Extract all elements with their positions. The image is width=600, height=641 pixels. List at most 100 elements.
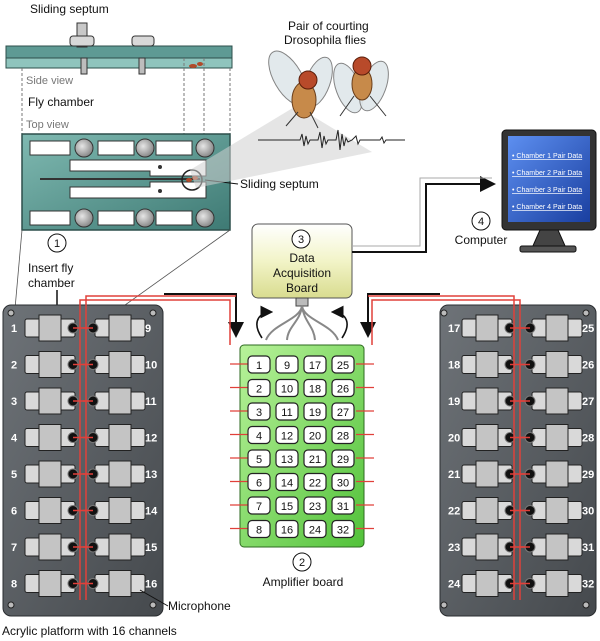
top-view-label: Top view — [26, 119, 69, 131]
amplifier-channel: 13 — [275, 449, 299, 468]
channel-number-label: 7 — [11, 542, 17, 554]
right-to-amplifier-arrow — [360, 293, 440, 338]
amplifier-channel: 1 — [247, 355, 271, 374]
chamber-slot — [24, 497, 89, 524]
amplifier-channel-number: 21 — [309, 454, 321, 466]
amplifier-channel-number: 27 — [337, 407, 349, 419]
amplifier-channel: 31 — [331, 496, 355, 515]
fly-icon — [268, 50, 333, 129]
side-view-bar — [5, 45, 233, 59]
amplifier-channel: 2 — [247, 378, 271, 398]
courting-flies-illustration: Pair of courting Drosophila flies — [258, 19, 405, 151]
amplifier-channel: 9 — [275, 355, 299, 374]
amplifier-channel-number: 12 — [281, 431, 293, 443]
channel-number-label: 2 — [11, 360, 17, 372]
amplifier-channel-number: 29 — [337, 454, 349, 466]
step-2-annotation: 2 Amplifier board — [263, 552, 343, 589]
chamber-slot — [83, 351, 146, 378]
monitor-file-list: • Chamber 1 Pair Data• Chamber 2 Pair Da… — [512, 153, 582, 211]
chamber-slot — [520, 314, 583, 342]
amplifier-channel: 23 — [303, 496, 327, 515]
chamber-slot — [83, 570, 146, 597]
amplifier-channel: 20 — [303, 425, 327, 445]
chamber-slot — [461, 351, 526, 378]
chamber-slot — [83, 387, 146, 415]
chamber-slot — [520, 497, 583, 524]
amplifier-channel: 16 — [275, 519, 299, 539]
amplifier-channel: 4 — [247, 425, 271, 445]
chamber-slot — [461, 387, 526, 415]
computer-monitor — [501, 129, 597, 253]
channel-number-label: 9 — [145, 323, 151, 335]
amplifier-channel-number: 4 — [256, 431, 262, 443]
screw-icon — [582, 601, 590, 609]
computer-label: Computer — [455, 233, 508, 247]
channel-number-label: 12 — [145, 433, 157, 445]
amplifier-channel-number: 26 — [337, 384, 349, 396]
daq-to-computer-arrow — [352, 176, 496, 253]
channel-number-label: 5 — [11, 469, 17, 481]
chamber-slot — [83, 497, 146, 524]
channel-number-label: 17 — [448, 323, 460, 335]
amplifier-channel-number: 6 — [256, 478, 262, 490]
amplifier-channel: 28 — [331, 425, 355, 445]
step-4-number: 4 — [478, 216, 484, 228]
chamber-slot — [461, 460, 526, 488]
amplifier-channel-number: 25 — [337, 360, 349, 372]
screw-icon — [440, 309, 448, 317]
wire-harness-right — [368, 295, 521, 600]
amplifier-channel: 30 — [331, 472, 355, 492]
chamber-slot — [520, 424, 583, 451]
amplifier-channel-number: 2 — [256, 384, 262, 396]
amplifier-channel-number: 14 — [281, 478, 293, 490]
amplifier-channel-number: 24 — [309, 525, 321, 537]
amplifier-channel: 14 — [275, 472, 299, 492]
channel-number-label: 29 — [582, 469, 594, 481]
side-view-label: Side view — [26, 75, 73, 87]
amplifier-channel: 29 — [331, 449, 355, 468]
screw-icon — [440, 601, 448, 609]
zoom-cone — [190, 106, 372, 188]
chamber-slot — [461, 570, 526, 597]
chamber-slot — [24, 533, 89, 561]
channel-number-label: 28 — [582, 433, 594, 445]
chamber-slot — [520, 533, 583, 561]
song-waveform — [258, 129, 405, 151]
channel-number-label: 24 — [448, 579, 461, 591]
screw-icon — [149, 601, 157, 609]
amplifier-channel-number: 30 — [337, 478, 349, 490]
wire-harness-left — [79, 295, 236, 600]
chamber-slot — [520, 387, 583, 415]
monitor-file-item: • Chamber 1 Pair Data — [512, 153, 582, 160]
channel-number-label: 4 — [11, 433, 18, 445]
channel-number-label: 13 — [145, 469, 157, 481]
septum-screw — [131, 35, 155, 75]
channel-number-label: 14 — [145, 506, 158, 518]
step-3-number: 3 — [298, 234, 304, 246]
channel-number-label: 11 — [145, 396, 157, 408]
amplifier-channel-number: 16 — [281, 525, 293, 537]
channel-number-label: 21 — [448, 469, 460, 481]
amplifier-channel: 8 — [247, 519, 271, 539]
amplifier-channel: 24 — [303, 519, 327, 539]
amplifier-channel-number: 8 — [256, 525, 262, 537]
daq-label-line1: Data — [289, 251, 315, 265]
screw-icon — [149, 309, 157, 317]
channel-number-label: 1 — [11, 323, 17, 335]
amplifier-channel: 7 — [247, 496, 271, 515]
pair-title-line1: Pair of courting — [288, 19, 369, 33]
amplifier-channel-number: 1 — [256, 360, 262, 372]
amplifier-channel: 5 — [247, 449, 271, 468]
chamber-slot — [520, 570, 583, 597]
channel-number-label: 23 — [448, 542, 460, 554]
amplifier-channel: 25 — [331, 355, 355, 374]
channel-number-label: 19 — [448, 396, 460, 408]
channel-number-label: 30 — [582, 506, 594, 518]
sliding-septum-top-label: Sliding septum — [30, 2, 109, 16]
amplifier-channel: 17 — [303, 355, 327, 374]
channel-number-label: 15 — [145, 542, 157, 554]
